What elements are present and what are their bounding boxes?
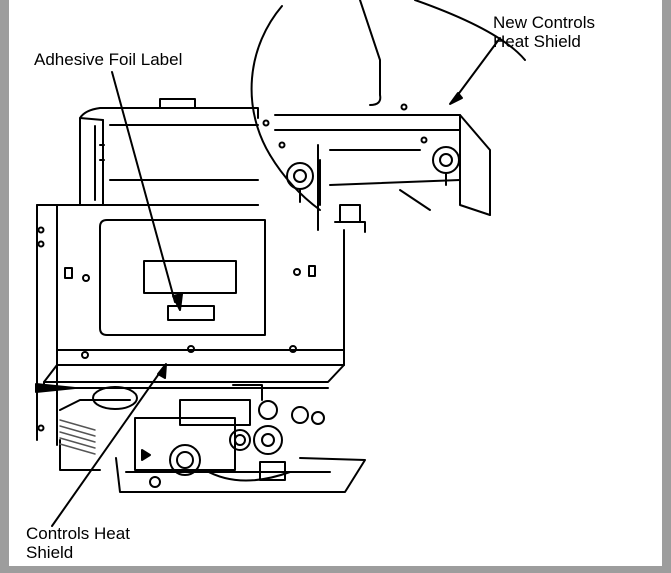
controls-shield-line2: Shield: [26, 543, 74, 562]
new-controls-line1: New Controls: [493, 13, 596, 32]
adhesive-foil-label-callout: Adhesive Foil Label: [34, 50, 182, 69]
new-controls-heat-shield-callout: New Controls Heat Shield: [493, 13, 643, 51]
adhesive-foil-label-text: Adhesive Foil Label: [34, 50, 183, 69]
top-housing: [79, 98, 259, 206]
gas-control-valve: [59, 384, 366, 493]
controls-heat-shield-old: [35, 364, 345, 393]
detail-magnifier: [250, 0, 526, 233]
new-controls-line2: Heat Shield: [493, 32, 581, 51]
controls-heat-shield-callout: Controls Heat Shield: [26, 524, 186, 562]
controls-shield-line1: Controls Heat: [26, 524, 130, 543]
burner-grill: [59, 419, 96, 455]
cabinet: [36, 204, 345, 446]
leader-lines: [51, 37, 501, 527]
